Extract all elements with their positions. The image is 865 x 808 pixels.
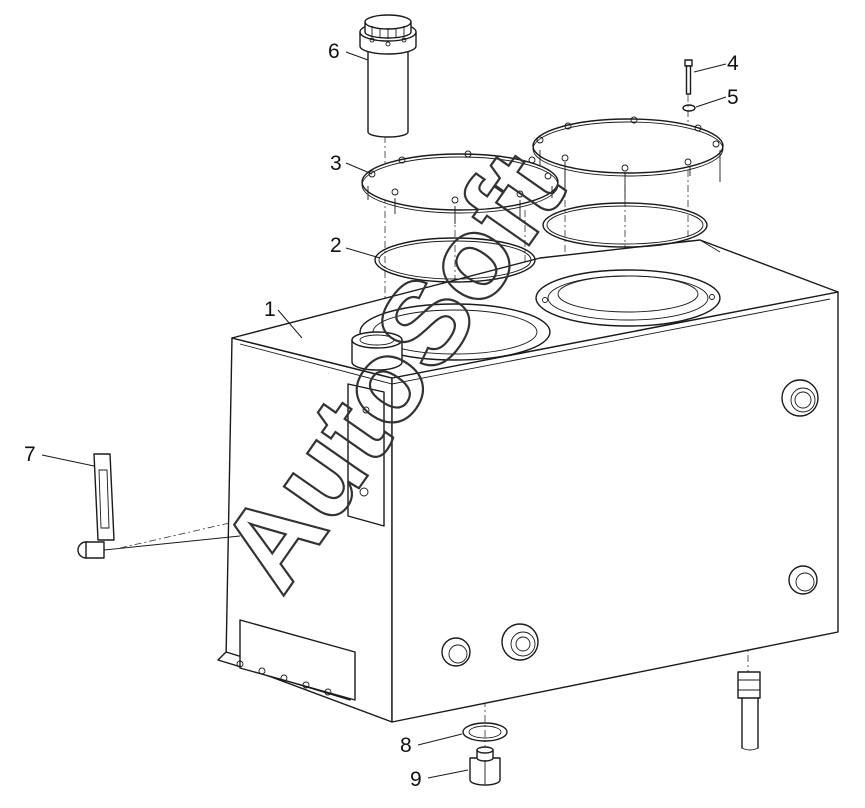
hose-fitting <box>737 671 761 751</box>
filler-cap <box>359 14 417 138</box>
callout-7: 7 <box>24 443 36 466</box>
tank-fittings <box>441 379 819 751</box>
drain-plug <box>469 746 501 786</box>
foot-holes <box>236 660 332 696</box>
callout-9: 9 <box>410 768 422 791</box>
callout-4: 4 <box>727 52 739 75</box>
callout-leaders <box>41 51 727 779</box>
bolt <box>684 59 693 95</box>
callout-1: 1 <box>264 298 276 321</box>
fitting-bottom-left <box>441 637 471 667</box>
sight-gauge <box>77 453 241 559</box>
cover-right <box>532 116 724 200</box>
callouts: 1 2 3 4 5 6 7 8 9 <box>24 40 739 791</box>
callout-8: 8 <box>400 734 412 757</box>
callout-2: 2 <box>330 234 342 257</box>
fitting-lower-right <box>788 565 818 595</box>
callout-3: 3 <box>330 152 342 175</box>
gasket-right <box>542 202 708 248</box>
seal-ring <box>462 722 508 742</box>
fitting-upper-right <box>781 379 819 417</box>
callout-5: 5 <box>727 86 739 109</box>
fitting-bottom-middle <box>501 623 539 661</box>
cover-left <box>361 150 559 224</box>
gasket-left <box>374 237 536 283</box>
washer <box>682 104 696 112</box>
tank-openings <box>351 269 721 371</box>
callout-6: 6 <box>328 40 340 63</box>
